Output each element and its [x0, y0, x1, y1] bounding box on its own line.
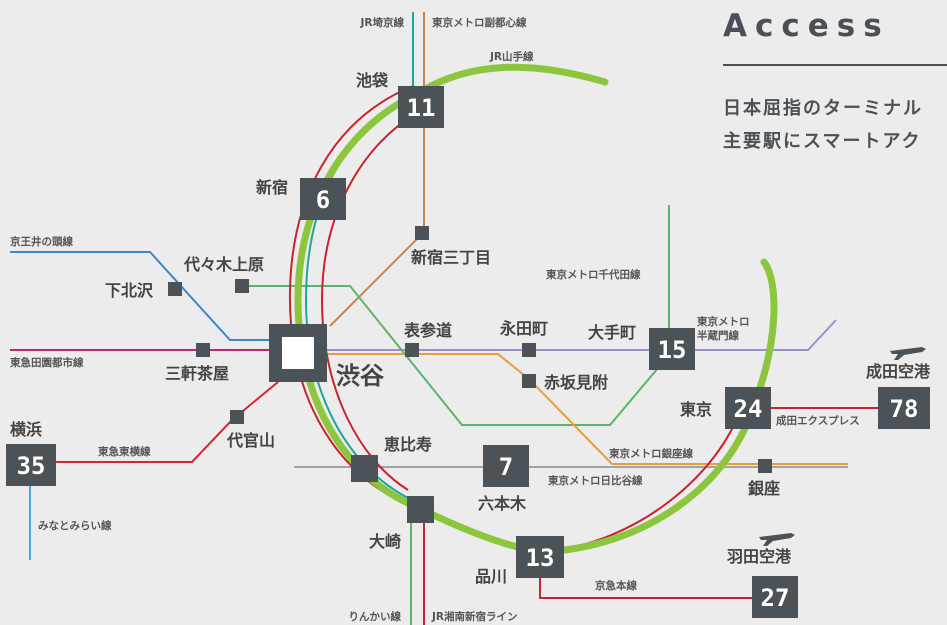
station-marker-shimokitazawa[interactable] [168, 282, 182, 296]
badge-otemachi-minutes: 15 [658, 336, 687, 364]
badge-otemachi[interactable]: 15 [649, 328, 695, 370]
line-label-narita-express: 成田エクスプレス [776, 414, 860, 427]
station-marker-yoyogi-uehara[interactable] [235, 279, 249, 293]
station-name-tokyo: 東京 [680, 400, 712, 419]
badge-narita-airport[interactable]: 78 [878, 387, 930, 429]
station-name-daikanyama: 代官山 [226, 431, 275, 450]
line-label-jr-yamanote: JR山手線 [489, 50, 534, 63]
badge-yokohama[interactable]: 35 [6, 444, 56, 486]
airplane-icon [759, 533, 795, 546]
badge-shinagawa-minutes: 13 [526, 544, 555, 572]
line-keikyu-main [539, 570, 756, 599]
line-keio-inokashira [10, 251, 270, 341]
line-label-rinkai: りんかい線 [349, 610, 402, 623]
badge-narita-minutes: 78 [890, 395, 919, 423]
line-metro-fukutoshin [329, 12, 425, 327]
badge-haneda-minutes: 27 [761, 584, 790, 612]
badge-roppongi-minutes: 7 [499, 453, 513, 481]
station-marker-sangenjaya[interactable] [196, 343, 210, 357]
line-label-metro-ginza: 東京メトロ銀座線 [609, 447, 693, 460]
lead-text-line2: 主要駅にスマートアク [723, 131, 922, 152]
line-tokyu-toyoko [56, 381, 279, 463]
page-title: Access [723, 8, 890, 44]
station-name-ebisu: 恵比寿 [384, 435, 432, 454]
station-marker-nagatacho[interactable] [522, 343, 536, 357]
station-name-akasaka-mitsuke: 赤坂見附 [544, 373, 608, 392]
station-name-omotesando: 表参道 [403, 321, 452, 340]
badge-shinjuku-minutes: 6 [316, 186, 330, 214]
station-name-shinjuku: 新宿 [256, 178, 288, 197]
station-name-ikebukuro: 池袋 [356, 71, 389, 90]
station-marker-shinjuku-sanchome[interactable] [415, 226, 429, 240]
station-name-shibuya: 渋谷 [336, 362, 385, 390]
line-metro-hanzomon [326, 319, 837, 351]
line-label-tokyu-denentoshi: 東急田園都市線 [10, 356, 84, 369]
line-label-metro-fukutoshin: 東京メトロ副都心線 [432, 16, 527, 29]
station-name-sangenjaya: 三軒茶屋 [165, 364, 229, 383]
line-label-metro-chiyoda: 東京メトロ千代田線 [546, 268, 641, 281]
station-marker-ebisu[interactable] [351, 455, 378, 482]
badge-ikebukuro-minutes: 11 [407, 94, 436, 122]
title-underline [723, 64, 947, 66]
badge-roppongi[interactable]: 7 [483, 445, 529, 487]
station-name-nagatacho: 永田町 [499, 319, 548, 338]
station-name-roppongi: 六本木 [478, 494, 527, 513]
line-label-keikyu-main: 京急本線 [595, 579, 637, 592]
badge-tokyo-minutes: 24 [734, 395, 763, 423]
badge-yokohama-minutes: 35 [17, 452, 46, 480]
badge-tokyo[interactable]: 24 [725, 387, 771, 429]
badge-shinjuku[interactable]: 6 [300, 178, 346, 220]
station-name-shinjuku-sanchome: 新宿三丁目 [411, 248, 491, 267]
station-name-yoyogi-uehara: 代々木上原 [183, 255, 264, 274]
station-marker-omotesando[interactable] [405, 343, 419, 357]
line-label-jr-saikyo: JR埼京線 [360, 16, 405, 29]
station-name-shimokitazawa: 下北沢 [105, 281, 154, 300]
line-label-keio-inokashira: 京王井の頭線 [10, 235, 73, 248]
station-name-otemachi: 大手町 [588, 323, 636, 342]
station-name-osaki: 大崎 [369, 532, 401, 551]
station-marker-osaki[interactable] [407, 496, 434, 523]
loop-shonan-shinjuku-2 [320, 114, 414, 491]
line-label-tokyu-toyoko: 東急東横線 [98, 445, 151, 458]
line-label-jr-shonan-shinjuku: JR湘南新宿ライン [431, 610, 518, 623]
station-marker-shibuya-inner [282, 337, 314, 369]
station-marker-akasaka-mitsuke[interactable] [522, 374, 536, 388]
lead-text-line1: 日本屈指のターミナル [723, 98, 923, 119]
station-marker-ginza[interactable] [758, 459, 772, 473]
station-name-narita-airport: 成田空港 [866, 362, 931, 381]
station-name-haneda-airport: 羽田空港 [727, 547, 792, 566]
line-label-minatomirai: みなとみらい線 [38, 519, 112, 532]
badge-shinagawa[interactable]: 13 [516, 536, 564, 578]
badge-ikebukuro[interactable]: 11 [398, 86, 444, 128]
station-name-ginza: 銀座 [748, 479, 780, 498]
badge-haneda-airport[interactable]: 27 [752, 576, 798, 618]
station-name-shinagawa: 品川 [475, 567, 507, 586]
station-marker-daikanyama[interactable] [230, 410, 244, 424]
line-label-metro-hanzomon: 東京メトロ半蔵門線 [697, 315, 750, 342]
station-name-yokohama: 横浜 [10, 420, 42, 439]
line-label-metro-hibiya: 東京メトロ日比谷線 [548, 474, 643, 487]
airplane-icon [890, 347, 926, 360]
